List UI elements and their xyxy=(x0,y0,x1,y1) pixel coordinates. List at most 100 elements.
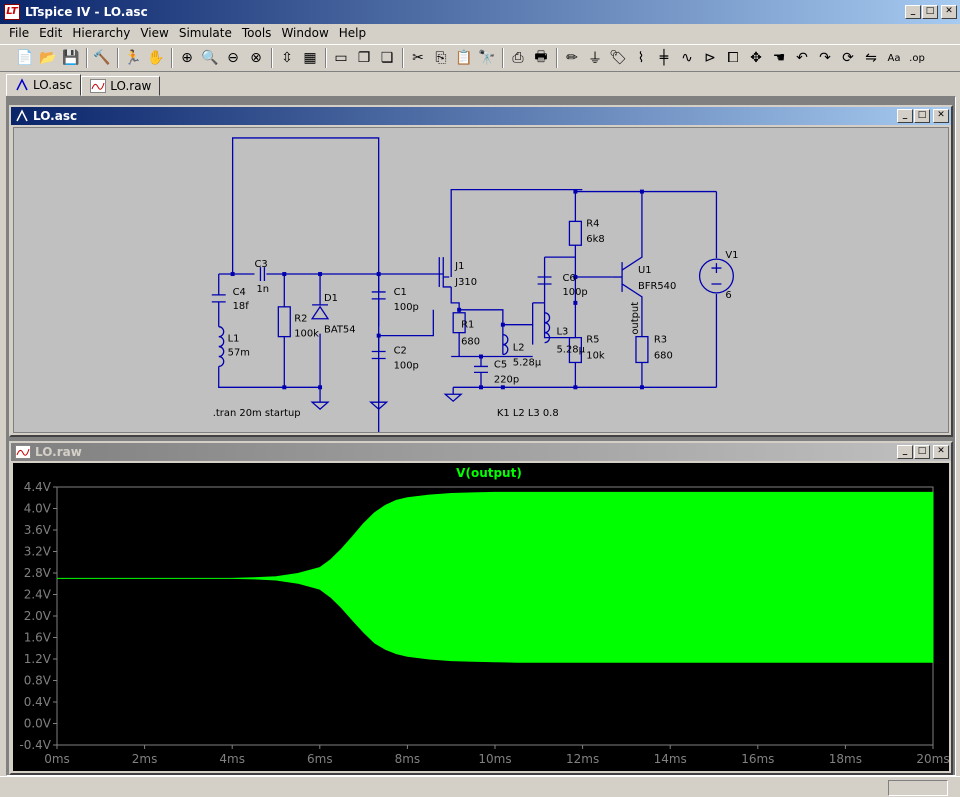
x-tick-label: 12ms xyxy=(566,752,599,766)
zoom-in-icon[interactable]: ⊕ xyxy=(181,50,193,66)
save-icon[interactable]: 💾 xyxy=(62,50,80,66)
menu-file[interactable]: File xyxy=(9,26,30,40)
component-labels: C3 1n C4 18f L1 57m R2 100k D1 BAT54 C1 … xyxy=(213,218,739,419)
print-icon[interactable]: 🖶 xyxy=(534,49,548,65)
ground-icon[interactable]: ⏚ xyxy=(588,51,602,67)
waveform-close-button[interactable]: ✕ xyxy=(933,445,949,459)
schematic-minimize-button[interactable]: _ xyxy=(897,109,913,123)
l3-value: 5.28μ xyxy=(557,345,586,356)
v1-value: 6 xyxy=(725,290,731,301)
control-panel-icon[interactable]: 🔨 xyxy=(93,50,111,66)
components xyxy=(211,220,734,411)
y-tick-label: 0.8V xyxy=(24,674,52,688)
undo-icon[interactable]: ↶ xyxy=(796,50,808,66)
schematic-window-titlebar[interactable]: LO.asc xyxy=(11,107,951,125)
r3-value: 680 xyxy=(654,350,673,361)
find-icon[interactable]: 🔭 xyxy=(478,50,496,66)
schematic-maximize-button[interactable]: □ xyxy=(914,109,930,123)
schematic-icon xyxy=(16,109,28,122)
r2-label: R2 xyxy=(294,314,307,325)
halt-icon[interactable]: ✋ xyxy=(147,50,165,66)
autorange-icon[interactable]: ⇳ xyxy=(281,50,293,66)
inductor-icon[interactable]: ∿ xyxy=(681,50,693,66)
waveform-maximize-button[interactable]: □ xyxy=(914,445,930,459)
minimize-button[interactable]: _ xyxy=(905,5,921,19)
drag-icon[interactable]: ☚ xyxy=(772,50,786,66)
toolbar: 📄 📂 💾 🔨 🏃 ✋ ⊕ 🔍 ⊖ ⊗ ⇳ ▦ ▭ ❐ ❏ ✂ ⎘ 📋 🔭 ⎙ 🖶 ✏ ⏚ 🏷 ⌇ ╪ ∿ ⊳ ⧠ ✥ ☚ ↶ ↷ ⟳ ⇋ Aa .op xyxy=(0,44,960,72)
x-tick-label: 0ms xyxy=(44,752,70,766)
close-all-icon[interactable]: ❏ xyxy=(380,50,394,66)
v1-label: V1 xyxy=(725,250,738,261)
x-tick-label: 2ms xyxy=(132,752,158,766)
y-tick-label: 1.2V xyxy=(24,652,52,666)
component-icon[interactable]: ⧠ xyxy=(727,50,739,66)
c2-label: C2 xyxy=(394,346,407,357)
run-icon[interactable]: 🏃 xyxy=(124,50,142,66)
copy-icon[interactable]: ⎘ xyxy=(435,50,447,66)
paste-icon[interactable]: 📋 xyxy=(455,50,473,66)
waveform-window-titlebar[interactable]: LO.raw xyxy=(11,443,951,461)
menu-simulate[interactable]: Simulate xyxy=(178,26,232,40)
new-schematic-icon[interactable]: 📄 xyxy=(16,50,34,66)
c1-label: C1 xyxy=(394,287,407,298)
tran-directive: .tran 20m startup xyxy=(213,408,301,419)
c2-value: 100p xyxy=(394,360,419,371)
c5-value: 220p xyxy=(494,374,519,385)
label-net-icon[interactable]: 🏷 xyxy=(609,50,627,66)
waveform-minimize-button[interactable]: _ xyxy=(897,445,913,459)
print-setup-icon[interactable]: ⎙ xyxy=(512,50,524,66)
menu-edit[interactable]: Edit xyxy=(39,26,63,40)
zoom-pan-icon[interactable]: 🔍 xyxy=(201,50,219,66)
x-tick-label: 4ms xyxy=(219,752,245,766)
r5-label: R5 xyxy=(586,335,599,346)
r1-label: R1 xyxy=(461,320,474,331)
menu-window[interactable]: Window xyxy=(281,26,329,40)
tile-horizontal-icon[interactable]: ▭ xyxy=(334,50,348,66)
menu-view[interactable]: View xyxy=(140,26,169,40)
zoom-cancel-icon[interactable]: ⊗ xyxy=(250,50,262,66)
maximize-button[interactable]: □ xyxy=(922,5,938,19)
capacitor-icon[interactable]: ╪ xyxy=(659,50,669,66)
c4-label: C4 xyxy=(233,287,246,298)
u1-value: BFR540 xyxy=(638,281,676,292)
schematic-close-button[interactable]: ✕ xyxy=(933,109,949,123)
x-tick-label: 6ms xyxy=(307,752,333,766)
spice-directive-icon[interactable]: .op xyxy=(909,52,925,64)
mirror-icon[interactable]: ⇋ xyxy=(865,50,877,66)
diode-icon[interactable]: ⊳ xyxy=(704,50,716,66)
title-bar: LT LTspice IV - LO.asc _ □ ✕ xyxy=(0,0,960,24)
open-icon[interactable]: 📂 xyxy=(39,50,57,66)
menu-tools[interactable]: Tools xyxy=(241,26,272,40)
cascade-icon[interactable]: ❐ xyxy=(357,50,371,66)
y-tick-label: 4.0V xyxy=(24,502,52,516)
c3-label: C3 xyxy=(254,259,267,270)
x-tick-label: 14ms xyxy=(654,752,687,766)
grid-icon[interactable]: ▦ xyxy=(303,50,317,66)
close-button[interactable]: ✕ xyxy=(941,5,957,19)
waveform-plot[interactable]: V(output) -0.4V0.0V0.4V0.8V1.2V1.6V2.0V2… xyxy=(13,463,949,771)
schematic-canvas[interactable]: C3 1n C4 18f L1 57m R2 100k D1 BAT54 C1 … xyxy=(13,127,949,433)
u1-label: U1 xyxy=(638,265,652,276)
draw-wire-icon[interactable]: ✏ xyxy=(566,50,578,66)
move-icon[interactable]: ✥ xyxy=(750,50,762,66)
trace-title[interactable]: V(output) xyxy=(456,466,522,480)
text-icon[interactable]: Aa xyxy=(887,52,901,64)
rotate-icon[interactable]: ⟳ xyxy=(842,50,854,66)
tab-lo-asc[interactable]: LO.asc xyxy=(6,74,82,96)
tab-lo-raw[interactable]: LO.raw xyxy=(81,76,161,96)
resistor-icon[interactable]: ⌇ xyxy=(637,50,645,66)
menu-bar: File Edit Hierarchy View Simulate Tools … xyxy=(0,24,960,42)
l2-label: L2 xyxy=(513,343,525,354)
l2-value: 5.28μ xyxy=(513,357,542,368)
redo-icon[interactable]: ↷ xyxy=(819,50,831,66)
y-tick-label: 1.6V xyxy=(24,631,52,645)
ltspice-app-icon[interactable]: LT xyxy=(4,4,20,20)
waveform-icon xyxy=(15,445,31,459)
toolbar-separator xyxy=(271,48,273,68)
menu-hierarchy[interactable]: Hierarchy xyxy=(72,26,131,40)
menu-help[interactable]: Help xyxy=(338,26,367,40)
cut-icon[interactable]: ✂ xyxy=(412,50,424,66)
zoom-out-icon[interactable]: ⊖ xyxy=(227,50,239,66)
schematic-icon xyxy=(16,78,28,91)
